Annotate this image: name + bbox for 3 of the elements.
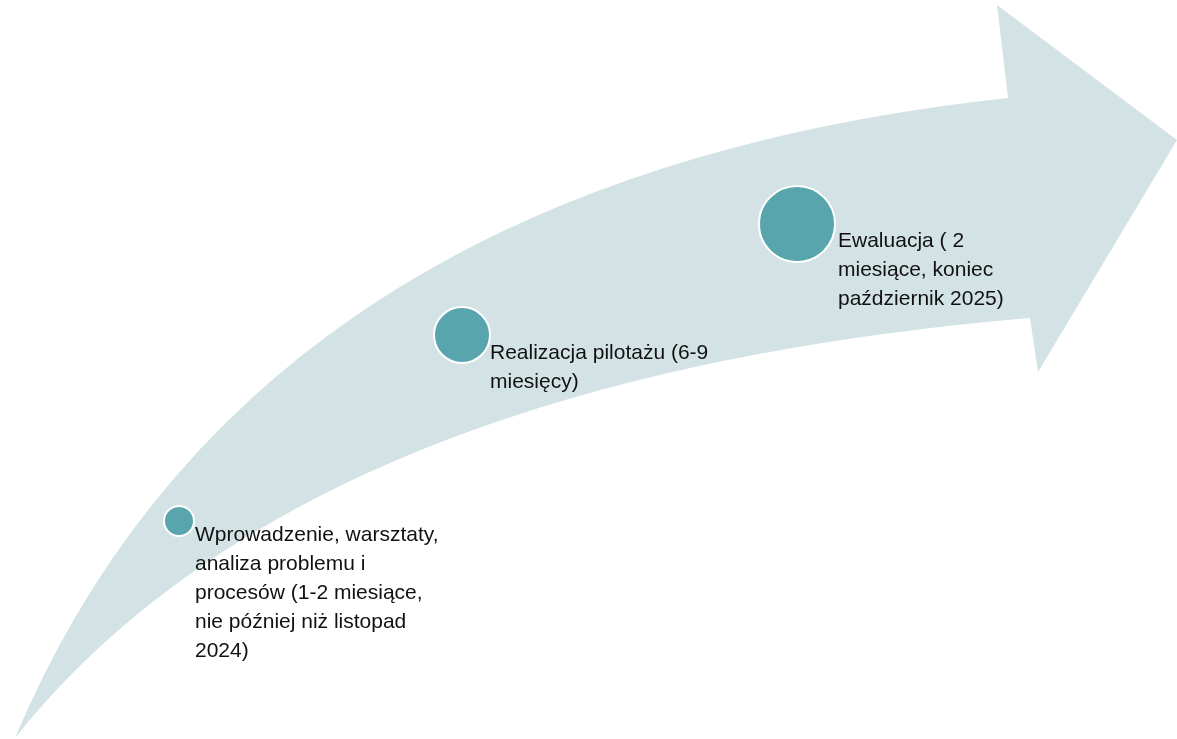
- milestone-description: Realizacja pilotażu (6-9 miesięcy): [490, 339, 710, 394]
- milestone-description: Ewaluacja ( 2 miesiące, koniec październik 2025): [838, 227, 1005, 311]
- milestone-description: Wprowadzenie, warsztaty, analiza problemu i procesów (1-2 miesiące, nie później niż listopad 2024): [195, 521, 440, 663]
